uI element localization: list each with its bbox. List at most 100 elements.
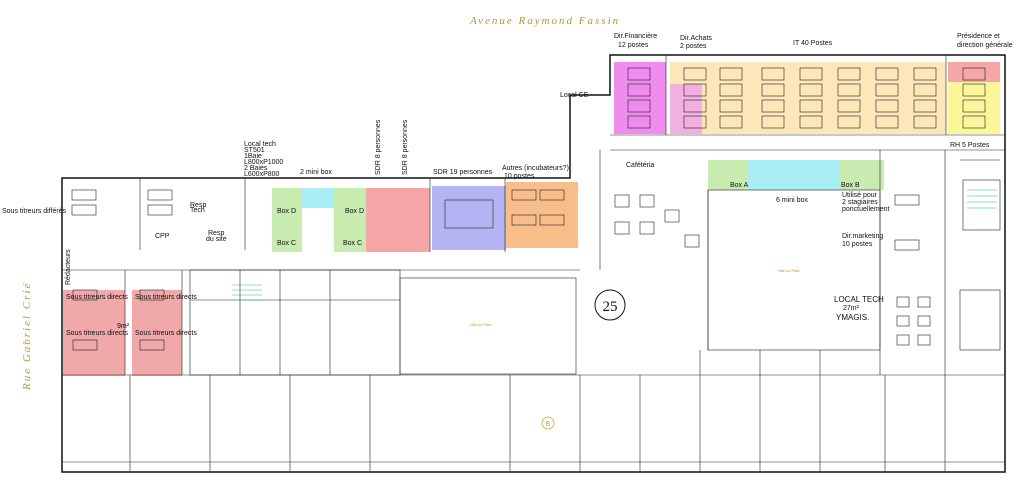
- desk: [875, 67, 899, 81]
- label-cpp: CPP: [155, 233, 170, 240]
- desk: [627, 83, 651, 97]
- label-local-tech-area: 27m²: [843, 305, 860, 312]
- desk: [875, 99, 899, 113]
- desk: [799, 67, 823, 81]
- label-dir-financiere-count: 12 postes: [618, 42, 649, 49]
- desk: [913, 115, 937, 129]
- svg-text:Local tech: Local tech: [244, 141, 276, 148]
- desk-blocks: [71, 67, 986, 351]
- desk: [511, 189, 537, 201]
- desk: [147, 204, 173, 216]
- desk: [719, 67, 743, 81]
- zone-box-d2: [334, 188, 366, 252]
- zone-box-a: [708, 160, 748, 190]
- desk: [683, 83, 707, 97]
- desk: [875, 83, 899, 97]
- label-box-c: Box C: [277, 240, 296, 247]
- desk: [71, 204, 97, 216]
- label-2-mini-box: 2 mini box: [300, 169, 332, 176]
- street-left: Rue Gabriel Crié: [21, 282, 33, 391]
- desk: [962, 115, 986, 129]
- desk: [71, 189, 97, 201]
- svg-text:1Baie: 1Baie: [244, 153, 262, 160]
- label-sous-titreurs-differes: Sous titreurs différés: [2, 208, 67, 215]
- label-dir-achats-count: 2 postes: [680, 43, 707, 50]
- zone-mini-box-2: [302, 188, 334, 208]
- desk: [627, 99, 651, 113]
- desk: [761, 99, 785, 113]
- desk: [962, 99, 986, 113]
- zone-dir-achats: [670, 84, 702, 134]
- desk: [719, 83, 743, 97]
- desk: [837, 115, 861, 129]
- svg-text:L600xP800: L600xP800: [244, 171, 280, 178]
- desk: [913, 67, 937, 81]
- label-box-d-2: Box D: [345, 208, 364, 215]
- label-dir-marketing-count: 10 postes: [842, 241, 873, 248]
- desk: [539, 189, 565, 201]
- label-rh: RH 5 Postes: [950, 142, 990, 149]
- desk: [761, 83, 785, 97]
- label-box-b: Box B: [841, 182, 860, 189]
- desk: [139, 339, 165, 351]
- label-it: IT 40 Postes: [793, 40, 833, 47]
- zone-presidence: [948, 62, 1000, 82]
- label-autres: Autres (incubateurs?): [502, 165, 569, 172]
- desk: [139, 289, 165, 301]
- desk: [72, 339, 98, 351]
- svg-text:2 Baies: 2 Baies: [244, 165, 268, 172]
- desk: [837, 99, 861, 113]
- staircase: [232, 189, 997, 301]
- label-box-d: Box D: [277, 208, 296, 215]
- label-sous-titreurs-directs-1: Sous titreurs directs: [66, 294, 128, 301]
- label-sous-titreurs-directs-4: Sous titreurs directs: [135, 330, 197, 337]
- label-local-tech-ymagis: LOCAL TECH: [834, 295, 884, 304]
- label-dir-marketing: Dir.marketing: [842, 233, 883, 240]
- desk: [875, 115, 899, 129]
- zone-box-d: [272, 188, 302, 252]
- label-vide-patio-2: Vide sur Patio: [778, 269, 800, 273]
- label-box-c-2: Box C: [343, 240, 362, 247]
- label-redacteurs: Rédacteurs: [65, 249, 72, 285]
- building-outline: [61, 54, 1006, 473]
- desk: [894, 194, 920, 206]
- label-resp-site-2: du site: [206, 236, 227, 243]
- desk: [837, 67, 861, 81]
- desk: [962, 83, 986, 97]
- label-cafeteria: Cafétéria: [626, 162, 655, 169]
- label-sous-titreurs-directs-3: Sous titreurs directs: [66, 330, 128, 337]
- label-local-ce: Local CE: [560, 92, 589, 99]
- street-top: Avenue Raymond Fassin: [469, 15, 620, 27]
- label-sdr8-a: SDR 8 personnes: [375, 119, 382, 175]
- desk: [539, 214, 565, 226]
- desk: [799, 99, 823, 113]
- desk: [799, 115, 823, 129]
- cafeteria-tables: [614, 194, 700, 248]
- meeting-table: [444, 199, 494, 229]
- zone-sdr19: [432, 186, 506, 250]
- interior-walls: [62, 55, 1005, 472]
- marker-25: [594, 289, 626, 321]
- marker-25-label: 25: [603, 299, 618, 315]
- desk: [627, 115, 651, 129]
- svg-text:L800xP1000: L800xP1000: [244, 159, 283, 166]
- desk: [837, 83, 861, 97]
- label-sdr19: SDR 19 personnes: [433, 169, 493, 176]
- desk: [683, 99, 707, 113]
- desk: [683, 115, 707, 129]
- label-stagiaires-2: 2 stagiaires: [842, 199, 878, 206]
- desk: [147, 189, 173, 201]
- zone-box-b: [840, 160, 884, 190]
- desk: [894, 239, 920, 251]
- desk: [962, 67, 986, 81]
- label-stagiaires: Utilisé pour: [842, 192, 878, 199]
- zone-it: [670, 62, 946, 134]
- desk: [511, 214, 537, 226]
- label-box-a: Box A: [730, 182, 749, 189]
- label-vide-patio-1: Vide sur Patio: [470, 323, 492, 327]
- color-zones: [63, 62, 1000, 376]
- zone-dir-financiere: [614, 62, 666, 134]
- desk: [761, 115, 785, 129]
